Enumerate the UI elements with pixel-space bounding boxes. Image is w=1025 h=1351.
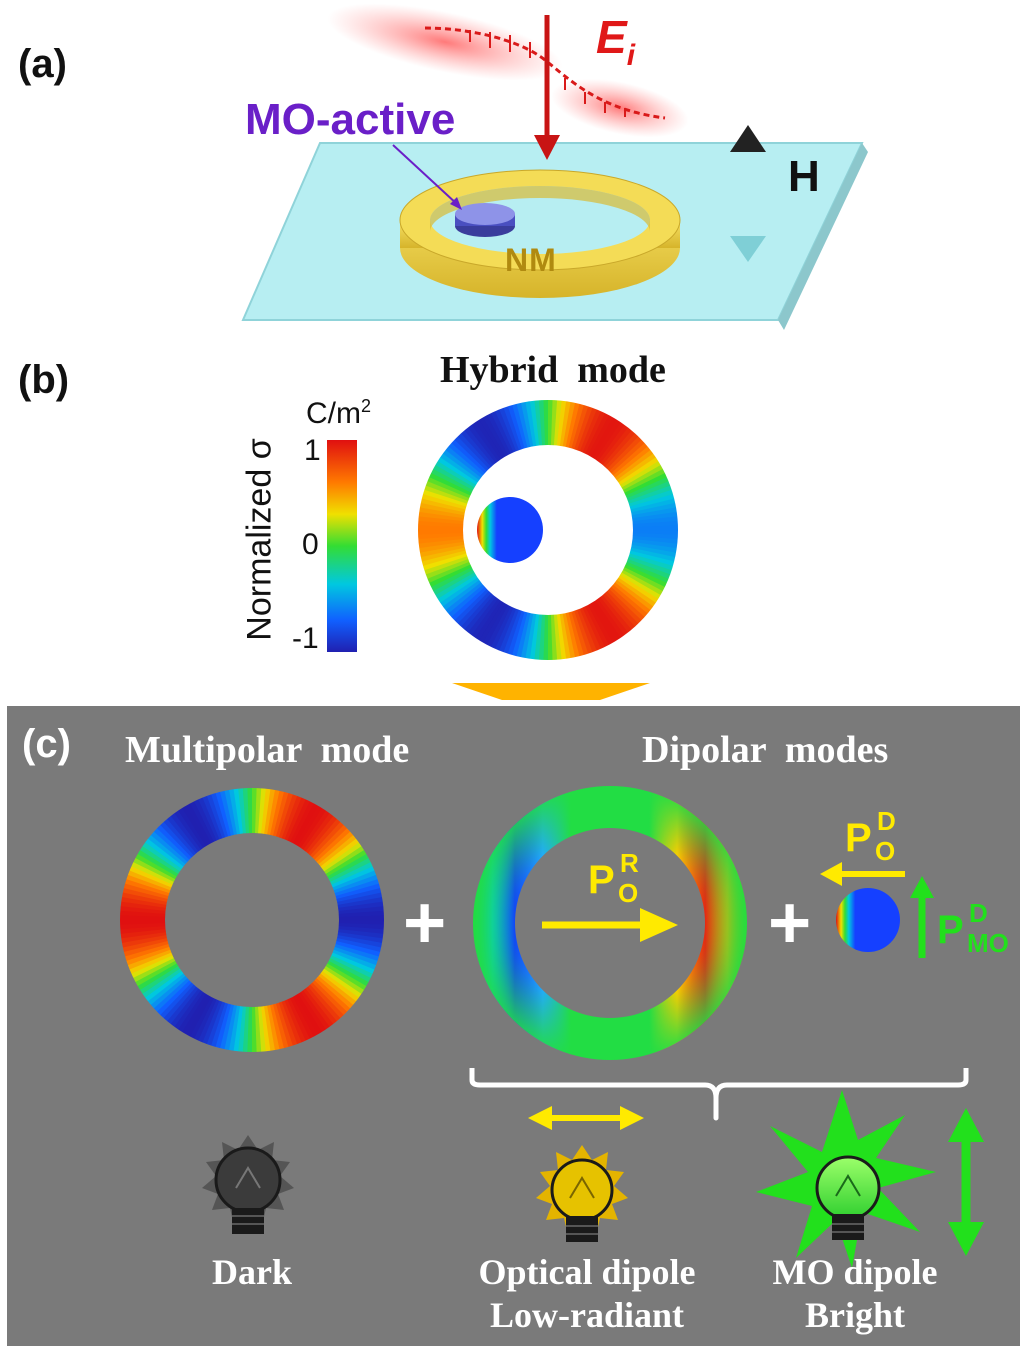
panel-c-label: (c) (22, 722, 71, 767)
field-label: Ei (596, 10, 635, 73)
tick-min: -1 (292, 622, 319, 656)
hybrid-ring (413, 395, 683, 665)
hybrid-mo-disk (477, 497, 543, 563)
mo-label-1: MO dipole (740, 1251, 970, 1293)
mo-active-label: MO-active (245, 95, 455, 145)
optical-osc-left (528, 1106, 552, 1130)
tick-mid: 0 (302, 528, 319, 562)
p-or-sup: R (620, 848, 639, 879)
p-or-label: P R O (588, 858, 615, 903)
panel-a-schematic (0, 0, 1025, 330)
h-label: H (788, 152, 820, 202)
p-od-main: P (845, 816, 872, 860)
plus-sign-2: + (768, 880, 811, 965)
colorbar-unit-exp: 2 (361, 396, 371, 416)
p-od-arrow (820, 862, 842, 886)
p-mo-arrow (910, 876, 934, 898)
plus-sign-1: + (403, 880, 446, 965)
mo-osc-up (948, 1108, 984, 1142)
colorbar-axis-label: Normalized σ (241, 375, 280, 705)
tick-max: 1 (304, 434, 321, 468)
p-or-main: P (588, 858, 615, 902)
field-subscript: i (627, 39, 635, 72)
mo-bulb-icon (756, 1090, 936, 1268)
multipolar-title: Multipolar mode (125, 728, 409, 772)
field-symbol: E (596, 11, 627, 63)
p-mo-sup: D (969, 898, 988, 929)
nm-label: NM (505, 242, 557, 279)
colorbar (327, 440, 357, 652)
panel-b-plot (0, 390, 1025, 710)
optical-bulb-icon (536, 1145, 628, 1242)
p-od-sub: O (875, 836, 895, 867)
p-od-label: P D O (845, 816, 872, 861)
mo-dipole-disk (836, 888, 900, 952)
h-arrow-up (730, 125, 766, 152)
p-mo-label: P D MO (937, 908, 964, 953)
dark-label: Dark (190, 1251, 314, 1293)
mo-label-2: Bright (740, 1294, 970, 1336)
dark-bulb-icon (202, 1135, 294, 1234)
p-or-sub: O (618, 878, 638, 909)
optical-label-2: Low-radiant (447, 1294, 727, 1336)
hybrid-mode-title: Hybrid mode (440, 348, 666, 392)
optical-label-1: Optical dipole (447, 1251, 727, 1293)
p-mo-sub: MO (967, 928, 1009, 959)
optical-osc-right (620, 1106, 644, 1130)
p-mo-main: P (937, 908, 964, 952)
multipolar-ring (117, 785, 387, 1055)
down-arrow (452, 683, 650, 700)
colorbar-unit-text: C/m (306, 397, 361, 430)
dipolar-title: Dipolar modes (642, 728, 888, 772)
colorbar-unit: C/m2 (306, 396, 371, 431)
mo-disk (455, 203, 515, 225)
p-od-sup: D (877, 806, 896, 837)
